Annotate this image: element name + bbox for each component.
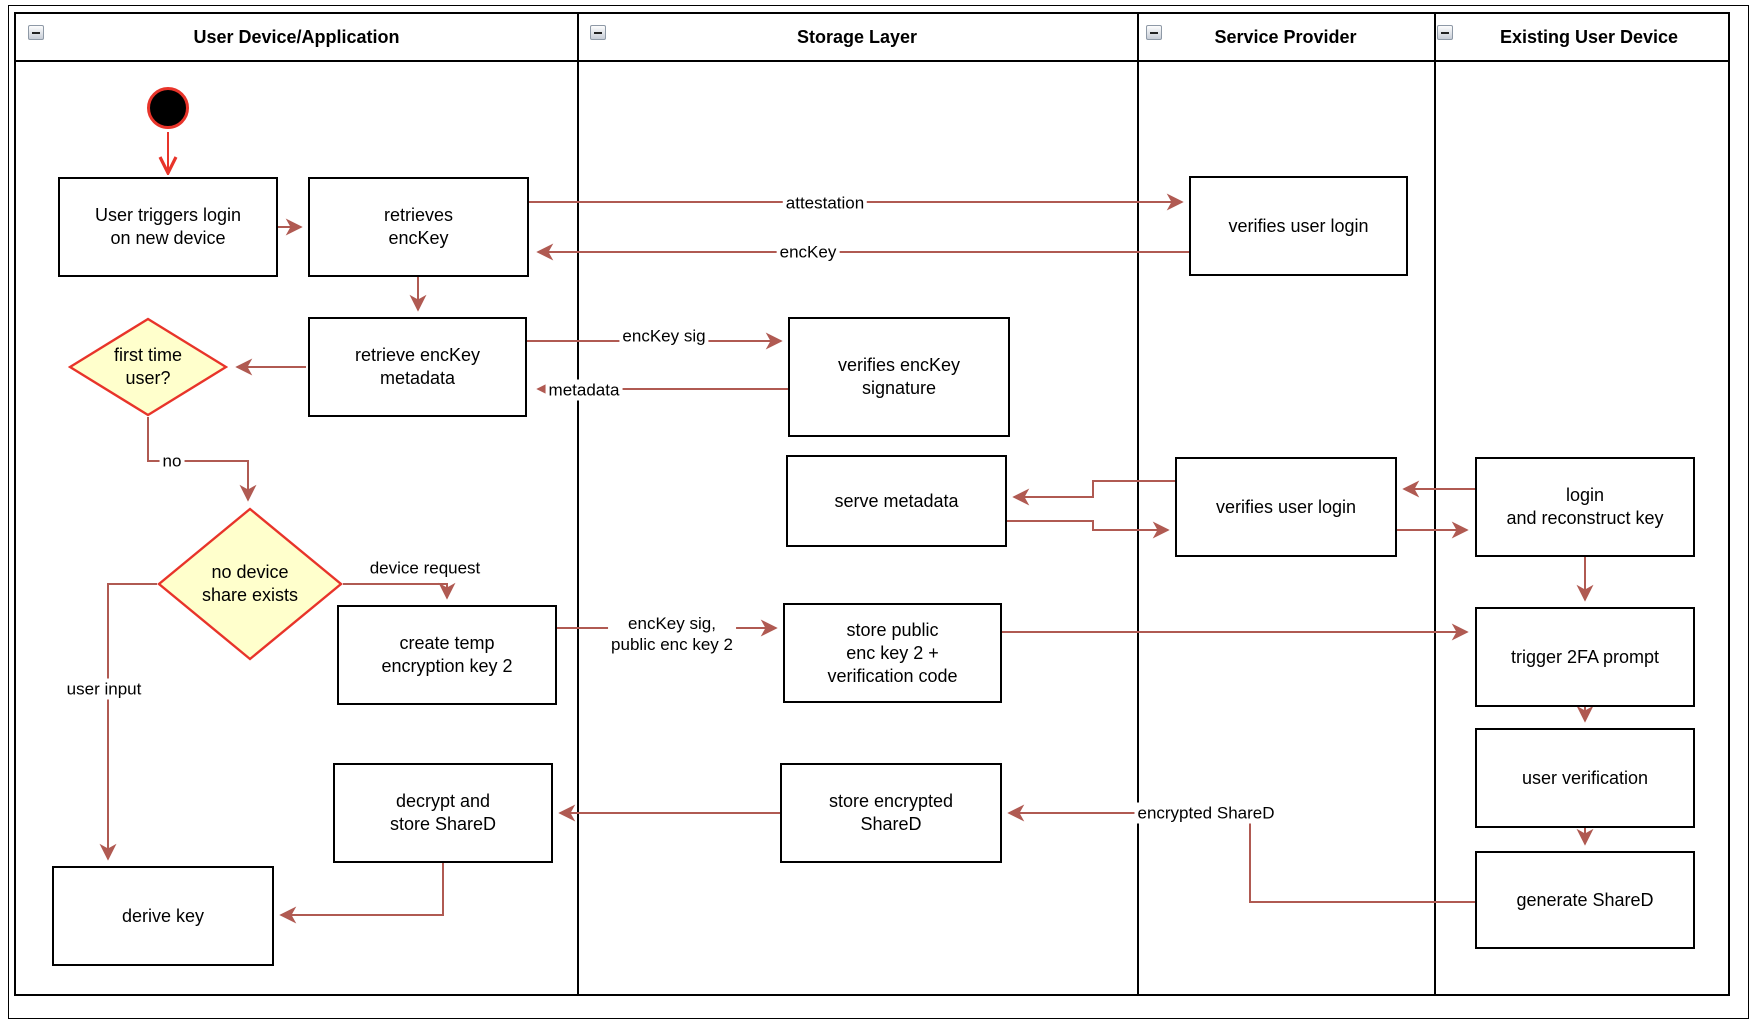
lane-header-divider [16,60,1728,62]
decision-label: first time user? [113,345,182,388]
minus-icon [1441,31,1449,34]
action-user-triggers-login[interactable]: User triggers login on new device [58,177,278,277]
action-store-public-key2[interactable]: store public enc key 2 + verification co… [783,603,1002,703]
edge-label-user-input: user input [63,678,145,700]
decision-label: no device share exists [201,562,299,605]
edge-label-device-request: device request [366,557,484,579]
diamond-shape [157,507,343,661]
action-user-verification[interactable]: user verification [1475,728,1695,828]
action-trigger-2fa-prompt[interactable]: trigger 2FA prompt [1475,607,1695,707]
edge-label-enckey-sig: encKey sig [619,325,709,347]
edge-label-attestation: attestation [782,192,868,214]
action-serve-metadata[interactable]: serve metadata [786,455,1007,547]
edge-label-metadata: metadata [545,379,623,401]
action-login-reconstruct-key[interactable]: login and reconstruct key [1475,457,1695,557]
collapse-lane-icon[interactable] [1437,25,1453,40]
action-retrieve-enckey-metadata[interactable]: retrieve encKey metadata [308,317,527,417]
decision-no-device-share[interactable]: no device share exists [157,507,343,661]
minus-icon [32,31,40,34]
action-verifies-user-login-mid[interactable]: verifies user login [1175,457,1397,557]
diagram-outer-frame [8,5,1749,1019]
start-node[interactable] [147,87,189,129]
diamond-shape [68,317,228,417]
action-create-temp-key2[interactable]: create temp encryption key 2 [337,605,557,705]
lane-divider [1434,14,1436,994]
lane-title-user-device[interactable]: User Device/Application [193,27,400,47]
action-store-encrypted-shared[interactable]: store encrypted ShareD [780,763,1002,863]
action-verifies-enckey-signature[interactable]: verifies encKey signature [788,317,1010,437]
lane-title-existing-user-device[interactable]: Existing User Device [1499,27,1679,47]
action-decrypt-store-shared[interactable]: decrypt and store ShareD [333,763,553,863]
action-retrieves-enckey[interactable]: retrieves encKey [308,177,529,277]
decision-first-time-user[interactable]: first time user? [68,317,228,417]
minus-icon [1150,31,1158,34]
lane-divider [1137,14,1139,994]
action-verifies-user-login-top[interactable]: verifies user login [1189,176,1408,276]
edge-label-enckey: encKey [776,241,840,263]
collapse-lane-icon[interactable] [590,25,606,40]
action-generate-shared[interactable]: generate ShareD [1475,851,1695,949]
lane-title-service-provider[interactable]: Service Provider [1214,27,1357,47]
lane-title-storage-layer[interactable]: Storage Layer [796,27,918,47]
minus-icon [594,31,602,34]
edge-label-encrypted-shared: encrypted ShareD [1134,802,1278,824]
swimlane-pool: User Device/Application Storage Layer Se… [14,12,1730,996]
collapse-lane-icon[interactable] [28,25,44,40]
lane-divider [577,14,579,994]
collapse-lane-icon[interactable] [1146,25,1162,40]
action-derive-key[interactable]: derive key [52,866,274,966]
edge-label-enckey-sig-pub: encKey sig, public enc key 2 [608,613,736,655]
edge-label-no: no [159,450,185,472]
